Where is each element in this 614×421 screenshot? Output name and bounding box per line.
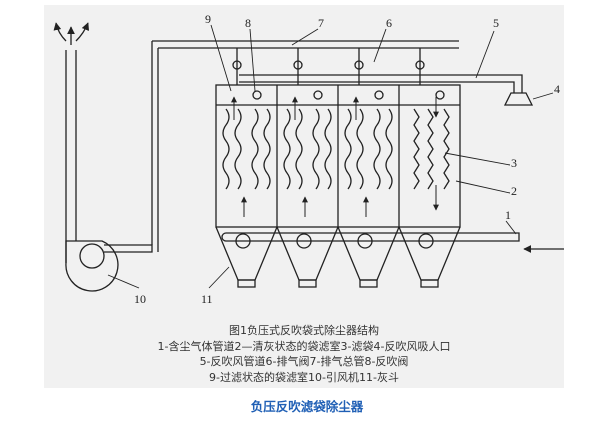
leader-lines [107, 24, 554, 289]
flow-arrows [231, 96, 439, 217]
induced-draft-fan [65, 240, 153, 292]
legend-title: 图1负压式反吹袋式除尘器结构 [229, 324, 379, 337]
legend-line-1: 1-含尘气体管道2—清灰状态的袋滤室3-滤袋4-反吹风吸人口 [157, 339, 451, 353]
housing [215, 84, 461, 228]
figure-legend: 图1负压式反吹袋式除尘器结构 1-含尘气体管道2—清灰状态的袋滤室3-滤袋4-反… [44, 323, 564, 385]
exhaust-stack [53, 22, 90, 263]
callout-7: 7 [318, 16, 324, 30]
callout-9: 9 [205, 12, 211, 26]
filter-bags [222, 108, 450, 190]
dusty-gas-inlet-pipe [221, 232, 564, 253]
legend-line-3: 9-过滤状态的袋滤室10-引风机11-灰斗 [209, 370, 399, 384]
callout-1: 1 [505, 208, 511, 222]
hoppers [215, 226, 461, 288]
callout-10: 10 [134, 292, 146, 306]
callout-8: 8 [245, 16, 251, 30]
callout-11: 11 [201, 292, 213, 306]
figure-panel: 9 8 7 6 5 4 3 2 1 10 11 图1负压式反吹袋式除尘器结构 1… [44, 5, 564, 388]
dust-collector-diagram: 9 8 7 6 5 4 3 2 1 10 11 [53, 12, 564, 306]
callout-3: 3 [511, 156, 517, 170]
reverse-blow-duct [239, 74, 534, 106]
callout-4: 4 [554, 82, 560, 96]
main-exhaust-duct [151, 40, 459, 252]
valves [232, 48, 445, 100]
callout-6: 6 [386, 16, 392, 30]
callout-2: 2 [511, 184, 517, 198]
image-caption: 负压反吹滤袋除尘器 [250, 399, 364, 414]
legend-line-2: 5-反吹风管道6-排气阀7-排气总管8-反吹阀 [199, 355, 409, 368]
callout-5: 5 [493, 16, 499, 30]
